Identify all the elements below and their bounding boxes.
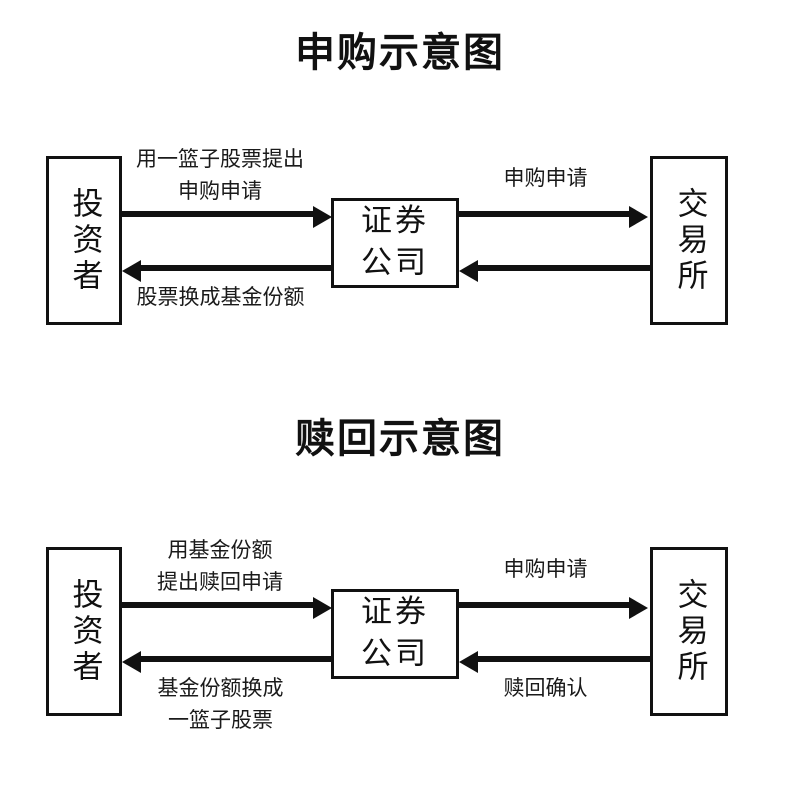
arrowhead-right-icon — [629, 206, 648, 228]
node-broker: 证券 公司 — [331, 198, 459, 288]
node-broker-label: 证券 公司 — [361, 201, 429, 285]
edge-label-right-top-line1: 申购申请 — [503, 166, 588, 190]
edge-label-left-bottom-line2: 一篮子股票 — [168, 707, 273, 732]
arrowhead-right-icon — [313, 597, 332, 619]
edge-label-left-bottom: 基金份额换成 一篮子股票 — [118, 673, 323, 736]
arrow-broker-to-exchange — [459, 602, 631, 608]
section-redemption: 赎回示意图 用基金份额 提出赎回申请 基金份额换成 一篮子股票 申购申请 赎回确… — [0, 400, 800, 809]
edge-label-left-bottom: 股票换成基金份额 — [118, 282, 323, 314]
section-title-redemption: 赎回示意图 — [295, 416, 505, 462]
arrow-investor-to-broker — [122, 602, 317, 608]
arrow-investor-to-broker — [122, 211, 317, 217]
node-exchange-label: 交易所 — [671, 577, 708, 686]
node-investor: 投资者 — [46, 547, 122, 716]
edge-label-left-bottom-line1: 股票换成基金份额 — [136, 285, 305, 309]
node-investor: 投资者 — [46, 156, 122, 325]
arrow-broker-to-exchange — [459, 211, 631, 217]
arrowhead-left-icon — [459, 651, 478, 673]
node-broker-label-line2: 公司 — [361, 245, 429, 281]
edge-label-left-top: 用基金份额 提出赎回申请 — [120, 535, 320, 598]
arrow-broker-to-investor — [141, 656, 331, 662]
edge-label-right-top: 申购申请 — [458, 554, 633, 586]
node-exchange-label: 交易所 — [671, 186, 708, 295]
node-broker-label-line1: 证券 — [361, 203, 429, 240]
edge-label-left-top-line1: 用基金份额 — [167, 538, 273, 562]
edge-label-left-top-line1: 用一篮子股票提出 — [136, 147, 304, 171]
arrow-exchange-to-broker — [478, 656, 650, 662]
edge-label-left-top-line2: 申购申请 — [178, 178, 262, 203]
node-exchange: 交易所 — [650, 547, 728, 716]
arrowhead-right-icon — [629, 597, 648, 619]
arrowhead-left-icon — [122, 260, 141, 282]
node-investor-label: 投资者 — [66, 186, 103, 295]
node-broker-label-line2: 公司 — [361, 636, 429, 672]
diagram-subscription: 用一篮子股票提出 申购申请 股票换成基金份额 申购申请 投资者 — [0, 145, 800, 405]
section-subscription: 申购示意图 用一篮子股票提出 申购申请 股票换成基金份额 申购申请 — [0, 0, 800, 400]
node-broker-label-line1: 证券 — [361, 594, 429, 631]
arrowhead-right-icon — [313, 206, 332, 228]
node-investor-label: 投资者 — [66, 577, 103, 686]
arrowhead-left-icon — [459, 260, 478, 282]
arrow-exchange-to-broker — [478, 265, 650, 271]
diagram-redemption: 用基金份额 提出赎回申请 基金份额换成 一篮子股票 申购申请 赎回确认 投资者 … — [0, 536, 800, 796]
node-exchange: 交易所 — [650, 156, 728, 325]
edge-label-right-bottom: 赎回确认 — [458, 673, 633, 705]
edge-label-right-bottom-line1: 赎回确认 — [503, 676, 588, 700]
edge-label-right-top: 申购申请 — [458, 163, 633, 195]
edge-label-right-top-line1: 申购申请 — [503, 557, 588, 581]
arrowhead-left-icon — [122, 651, 141, 673]
node-broker: 证券 公司 — [331, 589, 459, 679]
edge-label-left-top: 用一篮子股票提出 申购申请 — [120, 144, 320, 207]
edge-label-left-top-line2: 提出赎回申请 — [157, 569, 283, 594]
arrow-broker-to-investor — [141, 265, 331, 271]
edge-label-left-bottom-line1: 基金份额换成 — [157, 676, 284, 700]
node-broker-label: 证券 公司 — [361, 592, 429, 676]
section-title-subscription: 申购示意图 — [295, 30, 505, 76]
